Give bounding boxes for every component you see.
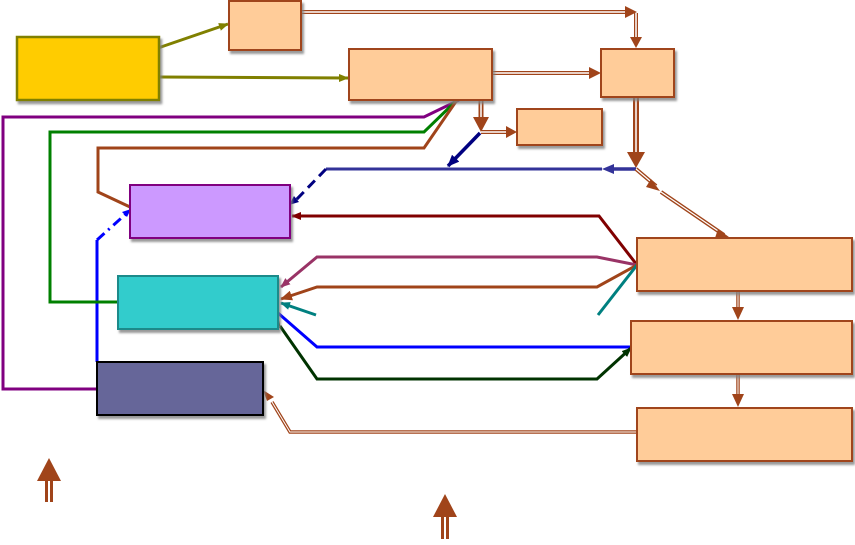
edge-right-top-to-right-1 bbox=[634, 167, 733, 240]
node-mid-small[interactable] bbox=[516, 108, 603, 146]
node-top-small[interactable] bbox=[228, 0, 302, 51]
edge-right-1-to-teal-brown bbox=[280, 263, 638, 301]
node-violet[interactable] bbox=[129, 184, 291, 239]
edge-right-1-to-teal-cyan-a bbox=[596, 264, 639, 316]
node-center-wide[interactable] bbox=[348, 48, 493, 101]
node-right-3[interactable] bbox=[636, 407, 853, 462]
edge-source-to-top-small bbox=[157, 22, 229, 50]
edge-junction-to-blue-bus bbox=[446, 131, 482, 168]
edge-violet-to-center-wide bbox=[96, 99, 459, 209]
edge-teal-to-right-2-green bbox=[271, 316, 633, 381]
node-right-2[interactable] bbox=[630, 320, 853, 375]
edge-top-small-to-right-top bbox=[302, 6, 642, 48]
edge-right-1-to-violet bbox=[291, 212, 639, 266]
edge-center-wide-to-mid-small bbox=[473, 98, 517, 138]
edge-right-3-to-slate bbox=[263, 390, 637, 434]
edge-right-1-to-teal-plum bbox=[280, 255, 638, 289]
edge-right-top-to-violet bbox=[289, 164, 636, 205]
center-up-arrow-icon bbox=[433, 494, 457, 539]
left-up-arrow-icon bbox=[37, 458, 61, 502]
edge-center-wide-to-right-top bbox=[493, 67, 601, 79]
edge-slate-to-center-wide bbox=[1, 98, 460, 391]
node-source[interactable] bbox=[15, 35, 161, 102]
node-right-top[interactable] bbox=[600, 48, 675, 98]
edge-right-1-to-right-2 bbox=[732, 292, 744, 320]
node-teal[interactable] bbox=[117, 275, 279, 330]
nodes bbox=[15, 0, 853, 462]
connectors bbox=[1, 6, 744, 434]
edge-right-1-to-teal-cyan-b bbox=[280, 301, 317, 317]
node-right-1[interactable] bbox=[636, 237, 853, 292]
edge-teal-to-right-2-blue bbox=[268, 304, 632, 349]
node-slate[interactable] bbox=[96, 361, 264, 416]
edge-right-2-to-right-3 bbox=[732, 375, 744, 407]
edge-source-to-center-wide bbox=[159, 73, 349, 82]
edge-right-top-down bbox=[627, 98, 645, 168]
edge-teal-to-center-wide bbox=[48, 98, 459, 304]
